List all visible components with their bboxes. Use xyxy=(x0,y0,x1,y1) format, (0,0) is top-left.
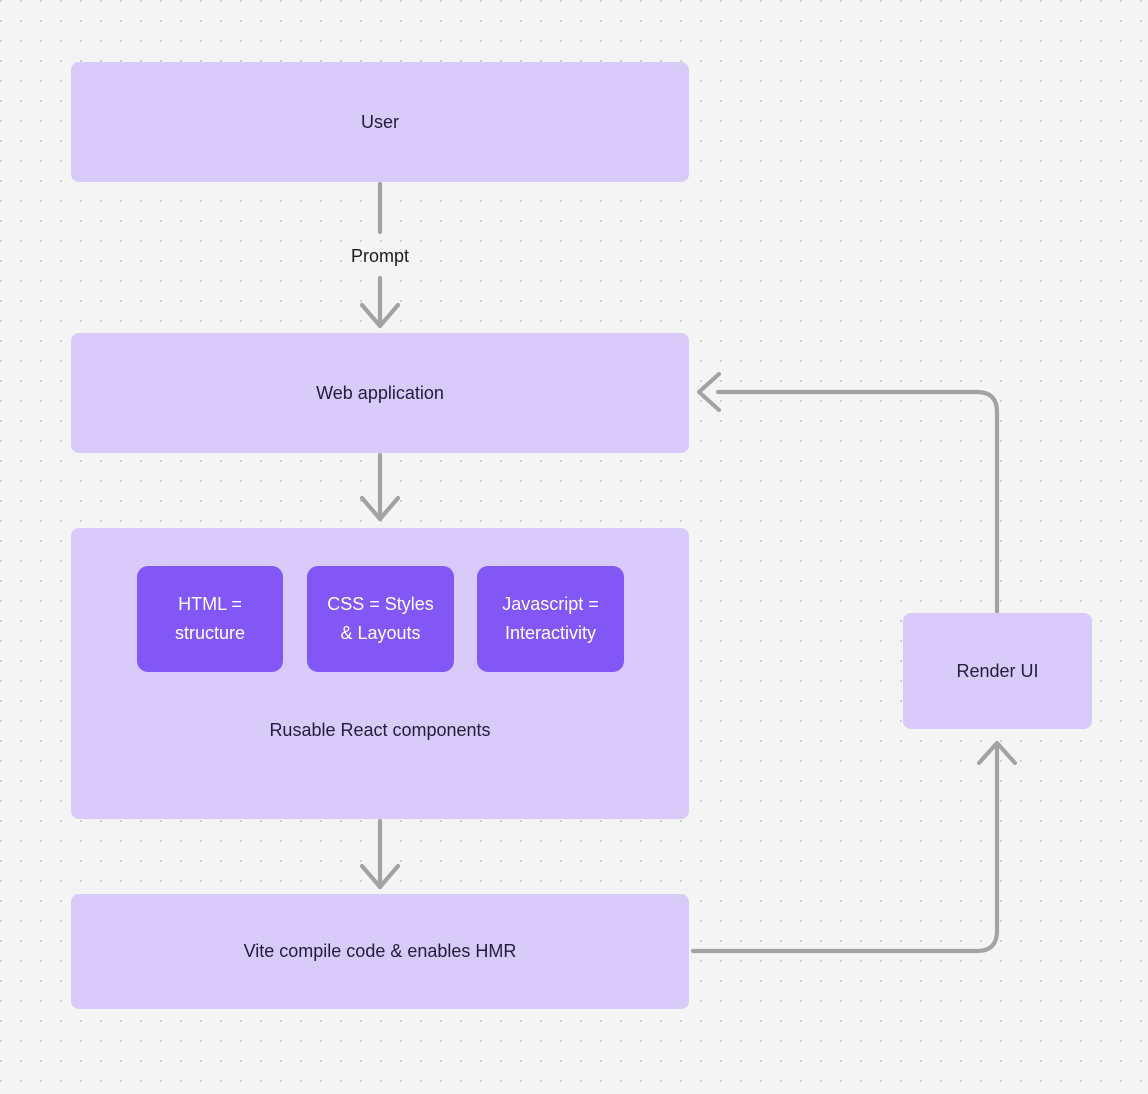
arrowhead-render-to-web xyxy=(696,371,722,413)
node-group-react-components[interactable]: HTML = structure CSS = Styles & Layouts … xyxy=(71,528,689,819)
node-javascript-label: Javascript = Interactivity xyxy=(502,594,599,643)
node-css-label: CSS = Styles & Layouts xyxy=(327,594,434,643)
node-css[interactable]: CSS = Styles & Layouts xyxy=(307,566,454,672)
node-html[interactable]: HTML = structure xyxy=(137,566,283,672)
node-group-caption: Rusable React components xyxy=(269,720,491,740)
node-html-label: HTML = structure xyxy=(174,594,246,643)
arrowhead-web-to-components xyxy=(359,495,401,522)
node-user[interactable]: User xyxy=(71,62,689,182)
edge-vite-to-render xyxy=(690,742,1000,954)
arrowhead-prompt-to-web xyxy=(359,302,401,329)
edge-render-to-web xyxy=(715,389,1000,615)
node-web-application-label: Web application xyxy=(316,382,444,403)
edge-label-prompt: Prompt xyxy=(350,246,410,266)
arrowhead-components-to-vite xyxy=(359,863,401,890)
node-user-label: User xyxy=(360,111,399,132)
node-render-ui-label: Render UI xyxy=(956,660,1039,681)
node-render-ui[interactable]: Render UI xyxy=(903,613,1092,729)
arrowhead-vite-to-render xyxy=(976,740,1018,766)
node-web-application[interactable]: Web application xyxy=(71,333,689,453)
node-vite-label: Vite compile code & enables HMR xyxy=(243,941,517,962)
node-vite[interactable]: Vite compile code & enables HMR xyxy=(71,894,689,1009)
node-javascript[interactable]: Javascript = Interactivity xyxy=(477,566,624,672)
